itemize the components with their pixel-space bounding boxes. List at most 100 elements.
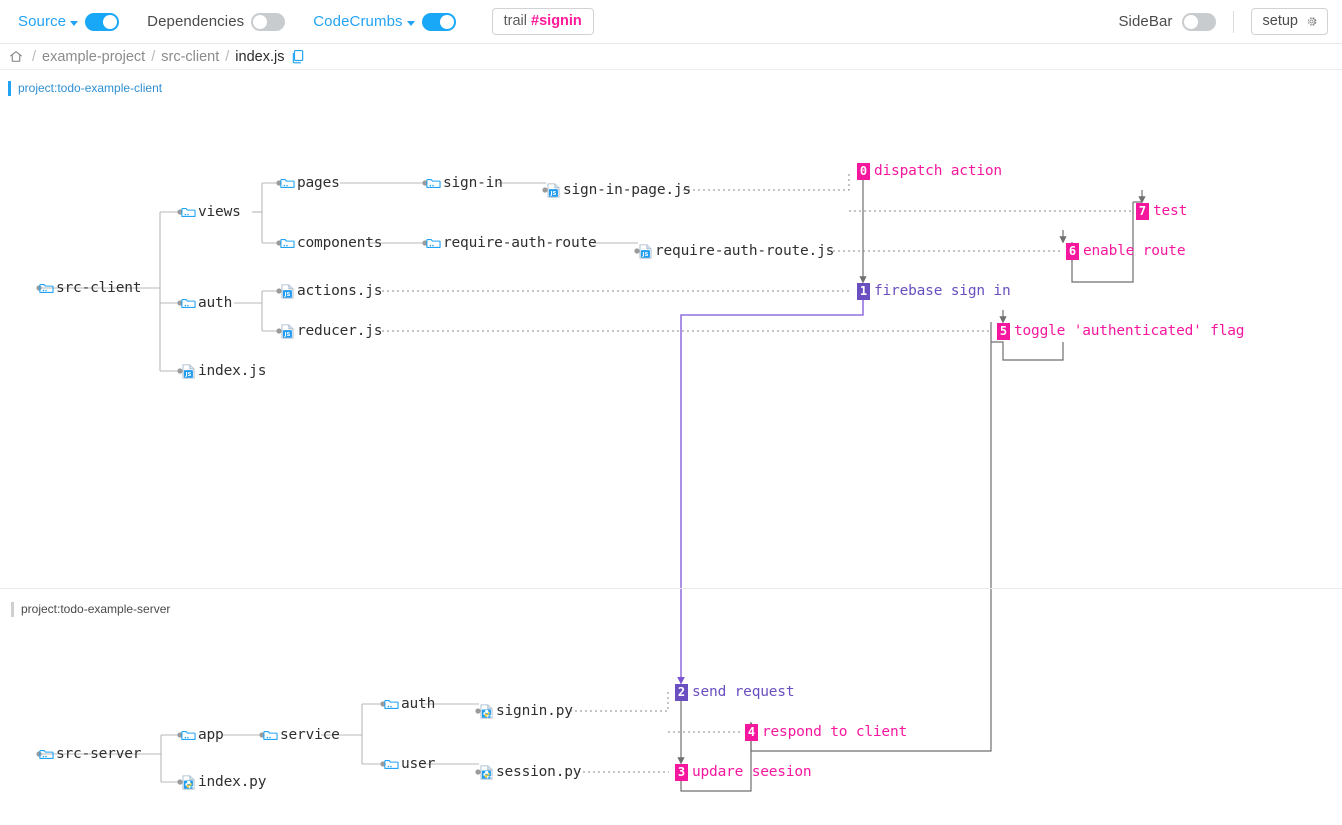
svg-text:PY: PY (189, 785, 195, 789)
tree-node-label: auth (401, 696, 436, 712)
dependencies-toggle[interactable] (251, 12, 286, 31)
tree-node-src-client[interactable]: src-client (38, 278, 142, 298)
home-icon[interactable] (8, 49, 24, 64)
folder-icon (39, 283, 54, 293)
trail-chip[interactable]: trail #signin (491, 8, 594, 35)
codecrumbs-control: CodeCrumbs (313, 12, 456, 31)
tree-node-label: components (297, 235, 383, 251)
section-divider (0, 588, 1342, 589)
folder-icon (39, 749, 54, 759)
tree-node-user[interactable]: user (383, 754, 435, 774)
py-file-icon: PY (480, 764, 493, 780)
tree-node-label: src-client (56, 280, 142, 296)
codecrumb-index-badge: 2 (675, 683, 688, 701)
codecrumb-index-badge: 3 (675, 763, 688, 781)
dependencies-label: Dependencies (147, 13, 245, 30)
chevron-down-icon[interactable] (70, 20, 79, 26)
trail-word: trail (503, 13, 527, 29)
tree-node-label: service (280, 727, 340, 743)
tree-node-label: views (198, 204, 241, 220)
breadcrumb-item-example-project[interactable]: example-project (42, 48, 146, 65)
folder-icon (181, 730, 196, 740)
tree-node-label: session.py (496, 764, 582, 780)
breadcrumb-item-src-client[interactable]: src-client (161, 48, 220, 65)
chevron-down-icon[interactable] (406, 20, 415, 26)
breadcrumb: / example-project / src-client / index.j… (0, 44, 1342, 70)
codecrumb-label: updare seesion (692, 764, 812, 780)
tree-node-sign-in[interactable]: sign-in (425, 173, 503, 193)
tree-node-pages[interactable]: pages (279, 173, 340, 193)
py-file-icon: PY (182, 774, 195, 790)
codecrumb-label: send request (692, 684, 795, 700)
tree-node-components[interactable]: components (279, 233, 383, 253)
tree-node-label: reducer.js (297, 323, 383, 339)
svg-text:JS: JS (283, 331, 290, 337)
tree-node-label: user (401, 756, 436, 772)
tree-node-require-auth-route[interactable]: require-auth-route (425, 233, 597, 253)
js-file-icon: JS (639, 243, 652, 259)
js-file-icon: JS (547, 182, 560, 198)
codecrumb-label: test (1153, 203, 1188, 219)
tree-node-views[interactable]: views (180, 202, 241, 222)
tree-node-app[interactable]: app (180, 725, 224, 745)
tree-node-label: require-auth-route (443, 235, 597, 251)
project-band-label: project:todo-example-server (21, 602, 171, 616)
svg-text:JS: JS (283, 291, 290, 297)
codecrumb-label: enable route (1083, 243, 1186, 259)
tree-node-label: src-server (56, 746, 142, 762)
source-label[interactable]: Source (18, 13, 67, 30)
copy-icon[interactable] (291, 49, 305, 65)
svg-text:JS: JS (549, 190, 556, 196)
breadcrumb-separator: / (151, 48, 156, 65)
folder-icon (426, 238, 441, 248)
tree-node-reducer-js[interactable]: JS reducer.js (279, 321, 383, 341)
codecrumbs-label[interactable]: CodeCrumbs (313, 13, 403, 30)
breadcrumb-separator: / (225, 48, 230, 65)
source-toggle[interactable] (85, 12, 120, 31)
source-control: Source (18, 12, 120, 31)
svg-text:PY: PY (487, 775, 493, 779)
project-band[interactable]: project:todo-example-server (11, 602, 170, 617)
toolbar: Source Dependencies CodeCrumbs trail #si… (0, 0, 1342, 44)
codecrumb-label: dispatch action (874, 163, 1002, 179)
py-file-icon: PY (480, 703, 493, 719)
toolbar-divider (1232, 10, 1234, 33)
svg-text:PY: PY (487, 714, 493, 718)
tree-node-auth[interactable]: auth (180, 293, 232, 313)
svg-text:JS: JS (184, 371, 191, 377)
folder-icon (384, 759, 399, 769)
project-band-label: project:todo-example-client (18, 81, 163, 95)
codecrumbs-toggle[interactable] (421, 12, 456, 31)
trail-tag: #signin (531, 13, 582, 29)
tree-node-label: require-auth-route.js (655, 243, 835, 259)
codecrumb-index-badge: 0 (857, 162, 870, 180)
codecrumb-index-badge: 7 (1136, 202, 1149, 220)
project-band[interactable]: project:todo-example-client (8, 81, 162, 96)
setup-label: setup (1262, 13, 1298, 29)
codecrumb-label: toggle 'authenticated' flag (1014, 323, 1245, 339)
tree-node-label: signin.py (496, 703, 573, 719)
diagram-canvas[interactable]: project:todo-example-client project:todo-… (0, 70, 1342, 825)
tree-node-src-server[interactable]: src-server (38, 744, 142, 764)
tree-node-label: app (198, 727, 224, 743)
sidebar-toggle[interactable] (1181, 12, 1216, 31)
tree-node-auth-server[interactable]: auth (383, 694, 435, 714)
tree-node-service[interactable]: service (262, 725, 340, 745)
breadcrumb-item-index-js: index.js (235, 48, 285, 65)
setup-button[interactable]: setup (1250, 8, 1328, 35)
